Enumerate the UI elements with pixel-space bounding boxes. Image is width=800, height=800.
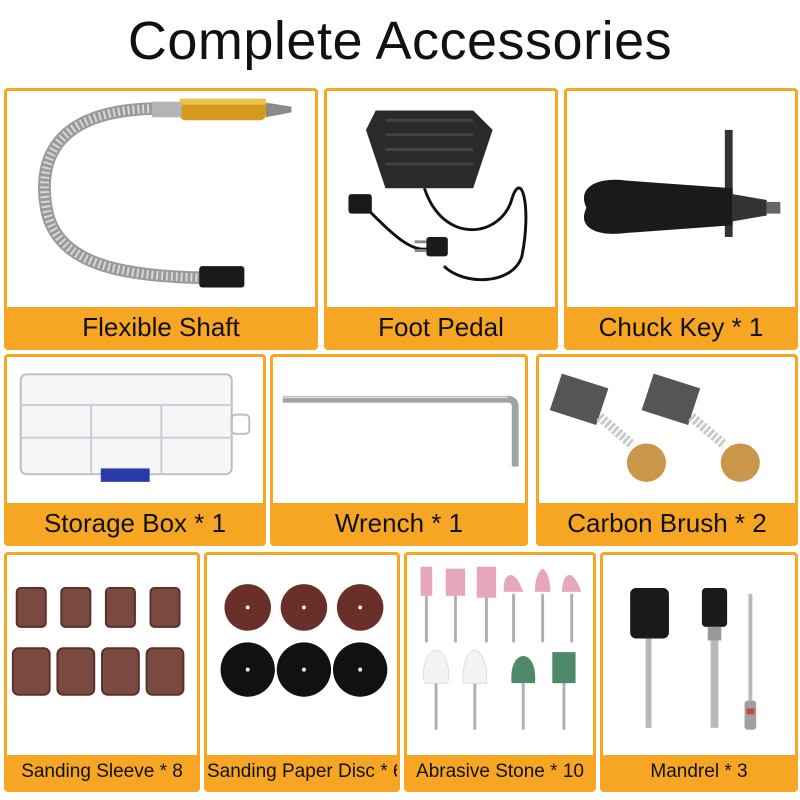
item-mandrel: Mandrel * 3 — [600, 552, 798, 792]
abrasive-stone-icon — [407, 555, 593, 755]
sanding-disc-icon — [207, 555, 397, 755]
item-label: Wrench * 1 — [273, 503, 525, 543]
item-label: Flexible Shaft — [7, 307, 315, 347]
item-label: Foot Pedal — [327, 307, 555, 347]
chuck-key-icon — [567, 91, 795, 307]
item-label: Storage Box * 1 — [7, 503, 263, 543]
page-title: Complete Accessories — [127, 11, 673, 71]
item-label: Sanding Sleeve * 8 — [7, 755, 197, 789]
mandrel-icon — [603, 555, 795, 755]
item-wrench: Wrench * 1 — [270, 354, 528, 546]
item-label: Chuck Key * 1 — [567, 307, 795, 347]
sanding-sleeve-icon — [7, 555, 197, 755]
storage-box-icon — [7, 357, 263, 503]
item-foot-pedal: Foot Pedal — [324, 88, 558, 350]
flexible-shaft-icon — [7, 91, 315, 307]
item-sanding-paper-disc: Sanding Paper Disc * 6 — [204, 552, 400, 792]
item-label: Carbon Brush * 2 — [539, 503, 795, 543]
foot-pedal-icon — [327, 91, 555, 307]
item-label: Mandrel * 3 — [603, 755, 795, 789]
item-chuck-key: Chuck Key * 1 — [564, 88, 798, 350]
item-carbon-brush: Carbon Brush * 2 — [536, 354, 798, 546]
item-label: Sanding Paper Disc * 6 — [207, 755, 397, 789]
item-storage-box: Storage Box * 1 — [4, 354, 266, 546]
item-abrasive-stone: Abrasive Stone * 10 — [404, 552, 596, 792]
item-sanding-sleeve: Sanding Sleeve * 8 — [4, 552, 200, 792]
carbon-brush-icon — [539, 357, 795, 503]
wrench-icon — [273, 357, 525, 503]
item-flexible-shaft: Flexible Shaft — [4, 88, 318, 350]
item-label: Abrasive Stone * 10 — [407, 755, 593, 789]
